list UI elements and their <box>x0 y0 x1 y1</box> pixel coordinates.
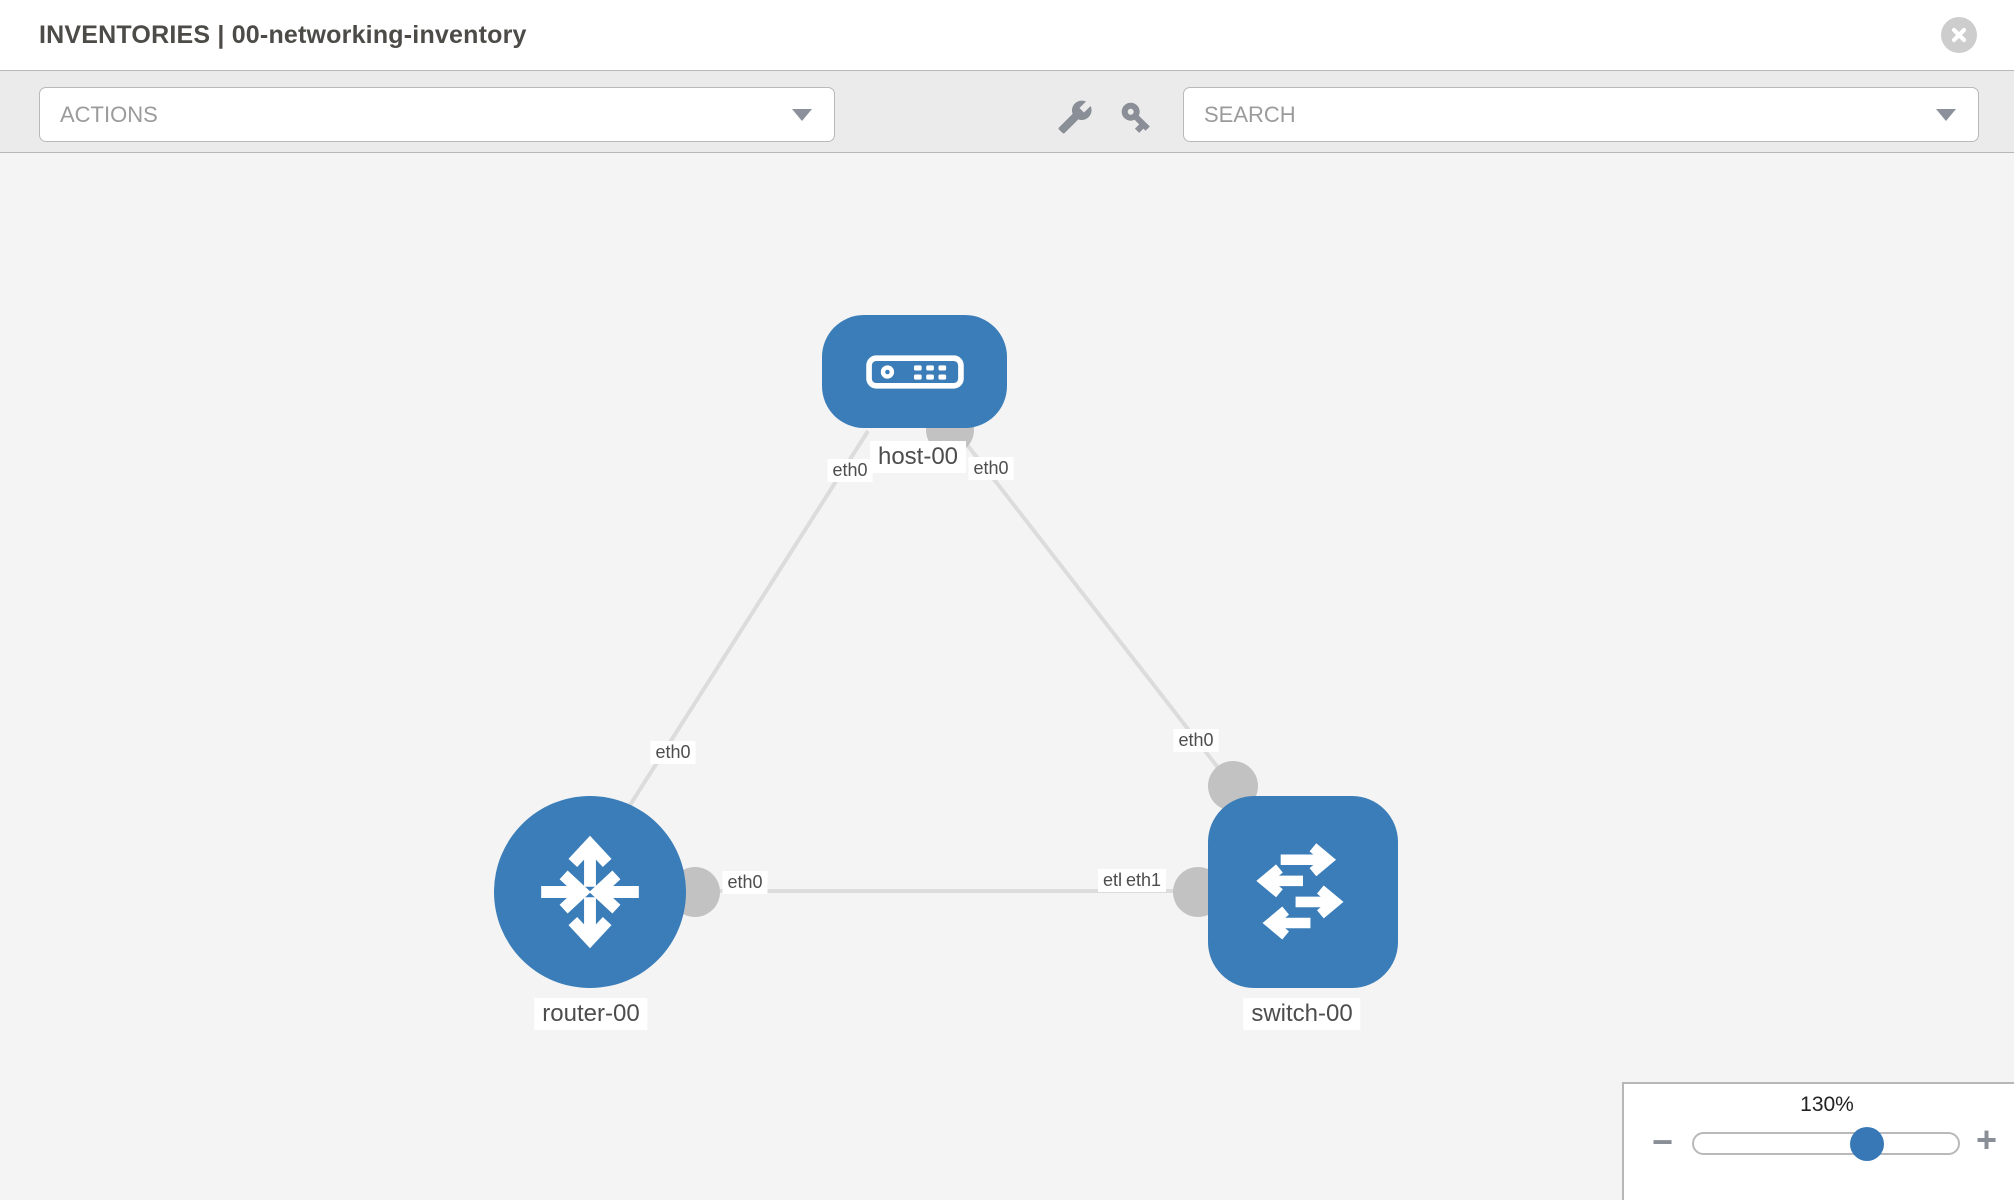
node-router-00[interactable] <box>494 796 686 988</box>
page-title: INVENTORIES | 00-networking-inventory <box>39 21 527 49</box>
edge-host-router <box>616 429 870 826</box>
interface-label: eth0 <box>827 459 873 482</box>
host-icon <box>865 354 964 389</box>
interface-label: eth0 <box>722 871 768 894</box>
key-icon <box>1121 102 1150 133</box>
actions-dropdown-label: ACTIONS <box>60 101 158 127</box>
interface-label: eth0 <box>650 741 696 764</box>
search-input[interactable] <box>1204 101 1958 128</box>
interface-label: eth0 <box>1173 729 1219 752</box>
node-label-router: router-00 <box>534 998 648 1030</box>
interface-label: eth0 <box>968 457 1014 480</box>
search-combobox[interactable] <box>1183 87 1979 142</box>
credentials-button[interactable] <box>1118 99 1154 135</box>
wrench-icon <box>1058 100 1092 134</box>
topology-canvas[interactable]: host-00 router-00 switch-00 eth0 eth0 et… <box>0 153 2014 1200</box>
node-label-switch: switch-00 <box>1243 998 1361 1030</box>
node-switch-00[interactable] <box>1208 796 1398 988</box>
header: INVENTORIES | 00-networking-inventory <box>0 0 2014 70</box>
node-label-host: host-00 <box>869 441 967 473</box>
zoom-slider-thumb[interactable] <box>1850 1127 1884 1161</box>
configure-button[interactable] <box>1057 99 1093 135</box>
close-icon <box>1951 27 1967 43</box>
actions-dropdown[interactable]: ACTIONS <box>39 87 835 142</box>
toolbar: ACTIONS <box>0 70 2014 153</box>
close-button[interactable] <box>1941 17 1977 53</box>
zoom-panel: 130% − + <box>1622 1082 2014 1200</box>
router-icon <box>541 835 639 949</box>
zoom-in-button[interactable]: + <box>1976 1119 1998 1160</box>
interface-label: eth1 <box>1121 869 1167 892</box>
chevron-down-icon <box>1936 108 1956 121</box>
zoom-level-value: 130% <box>1800 1093 1854 1116</box>
topology-edges-layer <box>616 406 1258 917</box>
edge-host-switch <box>956 431 1235 789</box>
chevron-down-icon <box>792 108 812 121</box>
node-host-00[interactable] <box>822 315 1007 428</box>
switch-icon <box>1256 843 1344 940</box>
zoom-out-button[interactable]: − <box>1652 1121 1674 1162</box>
zoom-slider-track[interactable] <box>1692 1127 1960 1161</box>
